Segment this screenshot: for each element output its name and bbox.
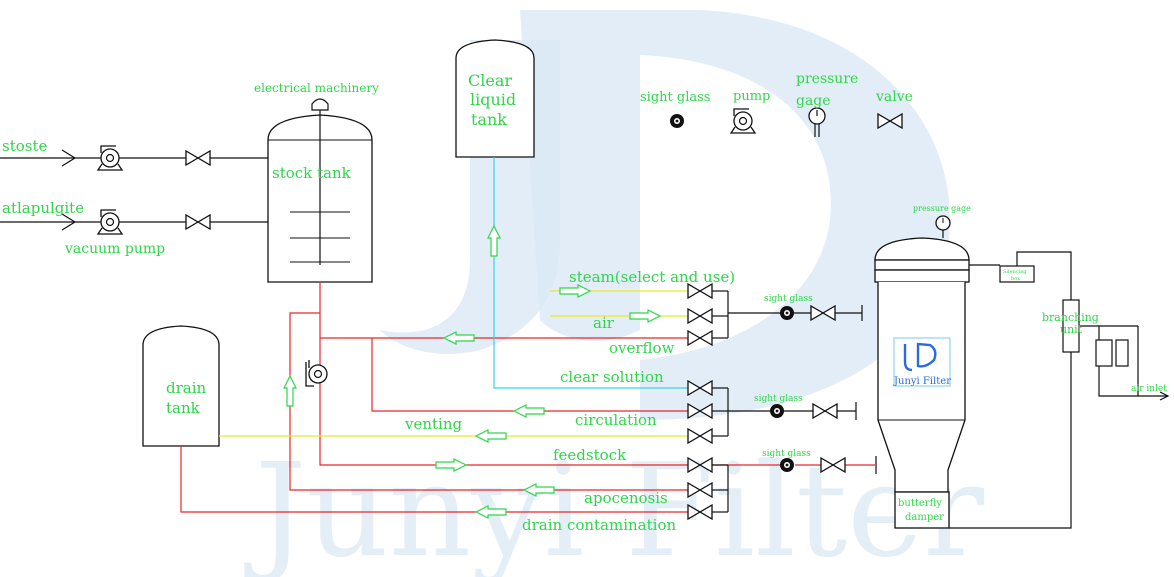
transfer-pump — [305, 360, 328, 387]
stock-tank-label: stock tank — [272, 164, 352, 182]
valve-icon — [185, 214, 211, 230]
drain-contamination-label: drain contamination — [522, 516, 676, 534]
sight-glass-icon — [770, 404, 784, 418]
filter-logo-text: Junyi Filter — [893, 376, 951, 387]
filter-vessel — [874, 215, 970, 529]
butterfly-label: butterfly — [898, 498, 942, 509]
labels: sight glass pump pressure gage valve sto… — [2, 71, 1167, 534]
input-lines — [0, 145, 268, 235]
air-circuit — [949, 251, 1170, 529]
sight-glass-label-3: sight glass — [762, 449, 811, 459]
legend-pressure-label: pressure — [796, 71, 858, 87]
apocenosis-label: apocenosis — [584, 489, 668, 507]
watermark-text: Junyi Filter — [244, 437, 985, 577]
atlapulgite-label: atlapulgite — [2, 199, 84, 217]
drain-tank — [142, 325, 220, 447]
watermark: Junyi Filter — [244, 10, 985, 577]
butterfly-damper — [894, 491, 950, 529]
damper-label: damper — [905, 512, 944, 523]
legend-valve-label: valve — [875, 89, 913, 105]
legend-pump-label: pump — [733, 89, 770, 104]
box-label: box — [1011, 276, 1020, 282]
clear-liquid-tank — [455, 39, 535, 158]
legend-gage-label: gage — [796, 93, 831, 109]
branching-label: branching — [1042, 311, 1099, 324]
steam-label: steam(select and use) — [569, 268, 735, 286]
motor-icon — [311, 98, 329, 111]
air-inlet-label: air inlet — [1131, 384, 1167, 394]
valve-icon — [687, 283, 713, 299]
sight-glass-icon — [780, 306, 794, 320]
clear-liquid-tank-label-2: liquid — [470, 90, 516, 109]
red-piping — [180, 282, 875, 513]
valve-icon — [687, 330, 713, 346]
valve-icon — [185, 150, 211, 166]
stock-tank — [267, 98, 373, 283]
overflow-label: overflow — [609, 339, 675, 357]
unit-label: unit — [1060, 323, 1083, 336]
drain-tank-label-1: drain — [166, 379, 207, 397]
valve-icon — [812, 403, 838, 419]
stoste-label: stoste — [2, 137, 47, 155]
clear-solution-label: clear solution — [560, 368, 664, 386]
sight-glass-label-1: sight glass — [764, 294, 813, 304]
vacuum-pump-icon — [97, 209, 123, 235]
sight-glass-icon — [780, 458, 794, 472]
drain-tank-label-2: tank — [166, 399, 201, 417]
electrical-machinery-label: electrical machinery — [254, 81, 379, 95]
sight-glass-label-2: sight glass — [754, 394, 803, 404]
pressure-gage-label: pressure gage — [913, 204, 971, 213]
valve-icon — [687, 308, 713, 324]
clear-liquid-tank-label-3: tank — [471, 110, 507, 129]
clear-liquid-tank-label-1: Clear — [468, 71, 512, 90]
pump-icon — [97, 145, 123, 171]
legend-sight-glass-icon — [670, 114, 684, 128]
legend — [670, 107, 903, 137]
manifold-lines — [712, 290, 877, 513]
venting-label: venting — [404, 415, 462, 433]
legend-pump-icon — [730, 108, 756, 134]
legend-pressure-gage-icon — [808, 107, 826, 137]
vacuum-pump-label: vacuum pump — [64, 241, 165, 257]
silencing-label: Silencing — [1003, 269, 1027, 275]
legend-sight-glass-label: sight glass — [640, 90, 710, 105]
air-label: air — [593, 314, 615, 332]
circulation-label: circulation — [575, 411, 657, 429]
feedstock-label: feedstock — [553, 446, 627, 464]
